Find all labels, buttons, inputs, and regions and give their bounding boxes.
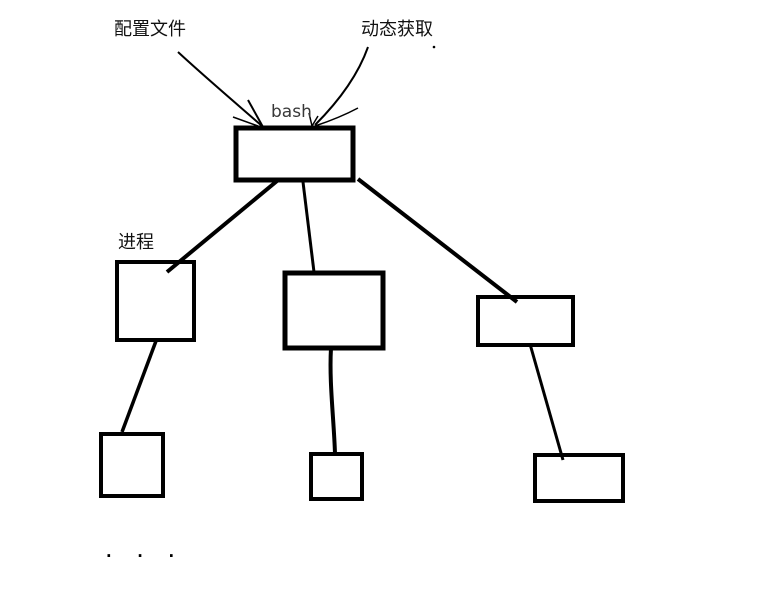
edge-left-child-to-subprocess — [120, 340, 158, 433]
edge-right-child-to-subprocess — [528, 343, 565, 461]
edge-bash-to-right-child — [356, 177, 519, 304]
bash-node-box — [233, 125, 356, 183]
config-file-label: 配置文件 — [114, 19, 186, 40]
continuation-ellipsis: . . . — [104, 542, 183, 561]
edge-bash-to-left-child — [165, 179, 279, 274]
edge-middle-child-to-subprocess — [328, 347, 337, 455]
stray-ink-dot — [432, 45, 436, 49]
process-middle-node-box — [282, 270, 386, 351]
config-file-arrow-line — [177, 51, 263, 127]
subprocess-right-node-box — [533, 453, 625, 503]
config-file-arrowhead-stroke-1 — [247, 99, 264, 128]
dynamic-fetch-arrow-stroke-2 — [314, 107, 359, 127]
subprocess-left-node-box — [99, 432, 165, 498]
process-right-node-box — [476, 295, 575, 347]
dynamic-fetch-arrow-line — [314, 46, 369, 126]
config-file-arrowhead-stroke-2 — [232, 116, 259, 127]
dynamic-fetch-label: 动态获取 — [361, 19, 433, 40]
subprocess-middle-node-box — [309, 452, 364, 501]
process-node-label: 进程 — [118, 232, 154, 253]
process-left-node-box — [115, 260, 196, 342]
edge-bash-to-middle-child — [301, 181, 316, 273]
bash-node-label: bash — [271, 102, 312, 122]
dynamic-fetch-arrow-tick — [308, 112, 319, 128]
